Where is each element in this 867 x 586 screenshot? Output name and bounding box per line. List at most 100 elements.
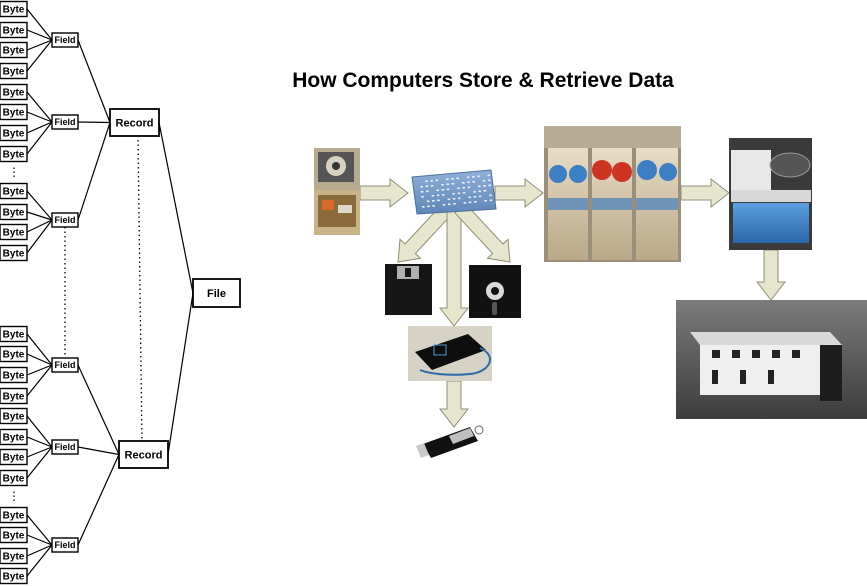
- punch-hole: [478, 195, 482, 198]
- disk-storage-array-photo: [676, 300, 867, 419]
- byte-node: Byte: [0, 41, 28, 59]
- byte-node-label: Byte: [3, 88, 25, 99]
- byte-node: Byte: [0, 182, 28, 200]
- byte-ellipsis: ⋮: [8, 489, 20, 503]
- disk-drive-photo: [729, 138, 812, 250]
- punch-hole: [426, 200, 430, 203]
- punch-hole: [473, 196, 477, 198]
- byte-node-label: Byte: [3, 350, 25, 361]
- byte-node: Byte: [0, 448, 28, 466]
- byte-node-label: Byte: [3, 392, 25, 403]
- punch-hole: [472, 181, 475, 183]
- punch-hole: [462, 182, 465, 184]
- punch-hole: [430, 185, 434, 187]
- punch-hole: [487, 174, 491, 177]
- byte-node-label: Byte: [3, 433, 25, 444]
- byte-node: Byte: [0, 124, 28, 142]
- punch-hole: [463, 202, 467, 204]
- punch-hole: [451, 183, 455, 185]
- byte-node: Byte: [0, 325, 28, 343]
- punch-hole: [468, 201, 472, 204]
- punch-hole: [451, 178, 454, 180]
- punch-hole: [467, 181, 470, 184]
- byte-node: Byte: [0, 407, 28, 425]
- byte-node-label: Byte: [3, 511, 25, 522]
- punch-card-photo: [411, 169, 497, 215]
- punch-hole: [452, 198, 456, 200]
- byte-node-label: Byte: [3, 5, 25, 16]
- byte-node-label: Byte: [3, 249, 25, 260]
- punch-hole: [430, 180, 433, 182]
- punch-hole: [420, 186, 423, 188]
- hierarchy-connectors: [26, 8, 194, 577]
- file-node-label: File: [207, 288, 226, 300]
- punch-hole: [425, 185, 429, 188]
- punch-hole: [421, 196, 424, 198]
- field-node: Field: [51, 212, 79, 228]
- punch-hole: [432, 200, 435, 202]
- record-node: Record: [118, 440, 169, 469]
- byte-node: Byte: [0, 203, 28, 221]
- byte-ellipsis: ⋮: [8, 165, 20, 179]
- punch-hole: [489, 199, 493, 202]
- punch-hole: [466, 176, 470, 179]
- byte-node-label: Byte: [3, 187, 25, 198]
- byte-node: Byte: [0, 567, 28, 585]
- punch-hole: [478, 185, 481, 188]
- hierarchy-dotted-links: [64, 139, 143, 442]
- punch-card-machine-photo: [314, 148, 360, 235]
- byte-node: Byte: [0, 366, 28, 384]
- punch-hole: [483, 185, 486, 187]
- punch-hole: [467, 186, 471, 189]
- byte-node-label: Byte: [3, 228, 25, 239]
- punch-hole: [468, 196, 471, 199]
- punch-hole: [422, 206, 425, 208]
- field-node: Field: [51, 537, 79, 553]
- hierarchy-nodes: ByteByteByteByteFieldByteByteByteByteFie…: [0, 0, 241, 585]
- flow-arrow: [438, 380, 470, 428]
- punch-hole: [483, 190, 487, 192]
- punch-hole: [442, 204, 446, 206]
- record-node-label: Record: [125, 449, 163, 461]
- punch-hole: [474, 201, 477, 203]
- byte-node-label: Byte: [3, 67, 25, 78]
- byte-node: Byte: [0, 83, 28, 101]
- flow-arrows: [359, 177, 787, 428]
- floppy-disk-5-25-photo: [469, 265, 521, 318]
- byte-node-label: Byte: [3, 531, 25, 542]
- byte-node-label: Byte: [3, 330, 25, 341]
- byte-node: Byte: [0, 469, 28, 487]
- byte-node-label: Byte: [3, 453, 25, 464]
- byte-node-label: Byte: [3, 412, 25, 423]
- external-hard-drive-photo: [408, 326, 492, 381]
- punch-hole: [446, 183, 449, 186]
- field-node: Field: [51, 439, 79, 455]
- punch-hole: [431, 195, 435, 197]
- byte-node-label: Byte: [3, 552, 25, 563]
- field-node-label: Field: [54, 215, 75, 225]
- byte-node-label: Byte: [3, 572, 25, 583]
- byte-node-label: Byte: [3, 26, 25, 37]
- flow-arrow: [680, 177, 730, 209]
- field-node: Field: [51, 32, 79, 48]
- flow-arrow: [454, 202, 511, 263]
- usb-flash-drive-photo: [416, 425, 484, 458]
- field-node: Field: [51, 357, 79, 373]
- punch-hole: [477, 175, 480, 178]
- punch-hole: [447, 198, 451, 201]
- punch-hole: [452, 193, 455, 195]
- punch-hole: [437, 199, 440, 202]
- byte-node: Byte: [0, 526, 28, 544]
- byte-node-label: Byte: [3, 108, 25, 119]
- punch-hole: [426, 190, 429, 193]
- byte-node: Byte: [0, 0, 28, 18]
- byte-node: Byte: [0, 428, 28, 446]
- byte-node: Byte: [0, 506, 28, 524]
- field-node-label: Field: [54, 117, 75, 127]
- field-node-label: Field: [54, 540, 75, 550]
- punch-hole: [441, 184, 444, 186]
- byte-node: Byte: [0, 21, 28, 39]
- punch-hole: [446, 178, 449, 181]
- punch-hole: [457, 187, 460, 190]
- byte-node-label: Byte: [3, 371, 25, 382]
